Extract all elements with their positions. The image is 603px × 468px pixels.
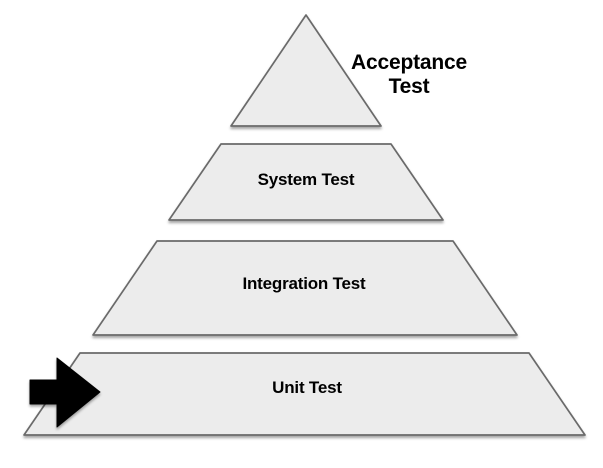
system-test-label: System Test: [257, 170, 355, 189]
integration-test-label: Integration Test: [242, 274, 366, 293]
arrow-right-icon: [29, 357, 101, 428]
system-test-trapezoid: [168, 143, 444, 221]
integration-test-trapezoid: [92, 240, 518, 336]
unit-test-trapezoid: [23, 352, 586, 436]
acceptance-test-label: Acceptance Test: [351, 51, 467, 98]
unit-test-label: Unit Test: [272, 378, 342, 397]
acceptance-test-triangle: [230, 14, 382, 127]
